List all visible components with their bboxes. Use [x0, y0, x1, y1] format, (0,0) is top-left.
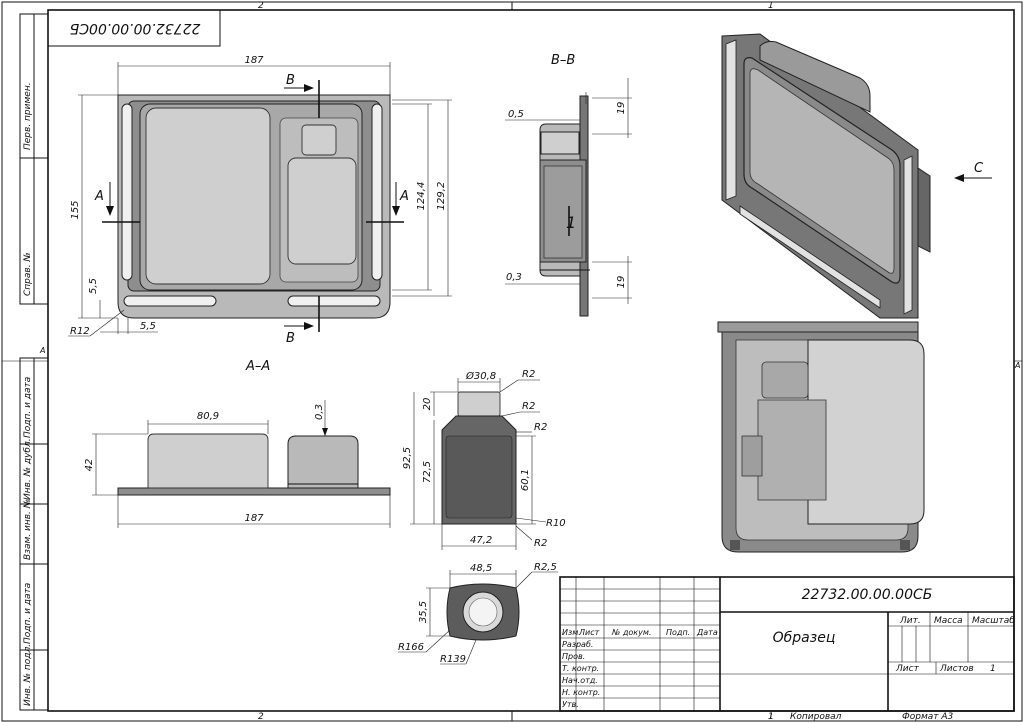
view-c: [717, 321, 925, 553]
zone-marker-bottom-right: 1: [768, 712, 774, 722]
strip-label-first-use: Перв. примен.: [23, 82, 33, 150]
dim-top-35-5: 35,5: [418, 601, 429, 623]
dim-bottle-72-5: 72,5: [422, 461, 433, 483]
dim-bb-0-3: 0,3: [506, 272, 522, 283]
strip-label-dup-inv: Инв. № дубл.: [23, 438, 33, 500]
mirrored-stamp: 22732.00.00.00СБ: [47, 9, 221, 47]
strip-label-orig-inv: Инв. № подл.: [23, 644, 33, 706]
strip-label-repl-inv: Взам. инв. №: [23, 499, 33, 560]
tb-sheet-label: Лист: [895, 664, 920, 674]
footer: 1 Копировал Формат А3: [768, 712, 954, 722]
zone-marker-bottom-left: 2: [258, 712, 264, 722]
dim-bottle-47-2: 47,2: [470, 535, 492, 546]
dim-124-4: 124,4: [416, 182, 427, 211]
tb-col-scale: Масштаб: [972, 616, 1015, 626]
front-view: А А В В 187 155 124,4 129,2 5,5 R12 5,5: [68, 55, 452, 346]
dim-top-r2-5: R2,5: [534, 562, 557, 573]
section-bb-view: В–В 1 19 19 0,5 0,3: [505, 53, 632, 317]
zone-marker-top-right: 1: [768, 1, 774, 11]
section-b-label-bottom: В: [286, 331, 295, 346]
mirrored-stamp-text: 22732.00.00.00СБ: [70, 20, 201, 36]
title-block: Изм. Лист № докум. Подп. Дата Разраб. Пр…: [559, 576, 1015, 712]
tb-role-developed: Разраб.: [562, 640, 593, 649]
tb-role-tech-control: Т. контр.: [562, 664, 599, 673]
tb-role-approved: Утв.: [562, 700, 579, 709]
tb-col-mass: Масса: [934, 616, 963, 626]
dim-top-r166: R166: [398, 642, 424, 653]
footer-format: Формат А3: [902, 712, 954, 722]
dim-bottle-d30-8: Ø30,8: [465, 370, 496, 382]
dim-bottle-r2-d: R2: [534, 538, 547, 549]
tb-role-dept-head: Нач.отд.: [562, 676, 598, 685]
tb-rev-header-date: Дата: [696, 628, 718, 637]
zone-marker-right: A: [1014, 361, 1020, 370]
isometric-view: С: [721, 33, 992, 319]
dim-bottle-20: 20: [422, 398, 433, 411]
footer-copied: Копировал: [790, 712, 842, 722]
dim-bottle-r2-c: R2: [534, 422, 547, 433]
dim-bottle-r2-a: R2: [522, 369, 535, 380]
footer-sheet-no: 1: [768, 712, 774, 722]
dim-aa-187: 187: [244, 513, 264, 524]
dim-5-5-horizontal: 5,5: [140, 321, 156, 332]
section-b-label-top: В: [286, 73, 295, 88]
view-c-label: С: [974, 161, 984, 176]
bottle-top-view: 48,5 R2,5 35,5 R166 R139: [398, 562, 558, 665]
dim-bottle-r10: R10: [546, 518, 566, 529]
section-a-label-right: А: [399, 189, 409, 204]
tb-col-lit: Лит.: [899, 616, 921, 626]
section-a-label-left: А: [94, 189, 104, 204]
tb-rev-header-change: Изм.: [562, 628, 581, 637]
dim-bottle-r2-b: R2: [522, 401, 535, 412]
dim-aa-80-9: 80,9: [197, 411, 219, 422]
tb-role-norm-control: Н. контр.: [562, 688, 600, 697]
dim-5-5-vertical: 5,5: [88, 278, 99, 294]
section-bb-title: В–В: [551, 53, 575, 68]
zone-marker-left: A: [39, 346, 45, 355]
dim-r12: R12: [70, 326, 90, 337]
dim-155: 155: [70, 200, 81, 219]
tb-rev-header-sheet: Лист: [578, 628, 600, 637]
tb-rev-header-doc: № докум.: [611, 628, 651, 637]
dim-187-top: 187: [244, 55, 264, 66]
dim-129-2: 129,2: [436, 182, 447, 211]
dim-bb-19-bottom: 19: [616, 276, 627, 289]
side-strip: Перв. примен. Справ. № Подп. и дата Инв.…: [19, 13, 49, 711]
zone-marker-top-left: 2: [258, 1, 264, 11]
dim-bb-19-top: 19: [616, 102, 627, 115]
tb-rev-header-sign: Подп.: [666, 628, 690, 637]
item-callout: 1: [566, 213, 576, 232]
section-aa-title: А–А: [245, 359, 270, 374]
tb-role-checked: Пров.: [562, 652, 585, 661]
tb-sheets-label: Листов: [939, 664, 974, 674]
bottle-view: Ø30,8 R2 R2 R2 20 92,5 72,5 60,1 R10 47,…: [402, 369, 566, 550]
tb-designation: 22732.00.00.00СБ: [802, 587, 933, 603]
dim-bb-0-5: 0,5: [508, 109, 524, 120]
dim-bottle-92-5: 92,5: [402, 447, 413, 469]
dim-aa-42: 42: [84, 459, 95, 472]
dim-bottle-60-1: 60,1: [520, 469, 531, 491]
dim-aa-0-3: 0,3: [314, 404, 325, 420]
tb-part-name: Образец: [773, 630, 836, 646]
strip-label-ref-no: Справ. №: [23, 252, 33, 296]
dim-top-r139: R139: [440, 654, 466, 665]
strip-label-sign-date-2: Подп. и дата: [23, 583, 33, 644]
dim-top-48-5: 48,5: [470, 563, 492, 574]
tb-sheets-count: 1: [990, 664, 996, 674]
strip-label-sign-date-1: Подп. и дата: [23, 377, 33, 438]
section-aa-view: А–А 80,9 0,3 42 187: [84, 359, 391, 528]
